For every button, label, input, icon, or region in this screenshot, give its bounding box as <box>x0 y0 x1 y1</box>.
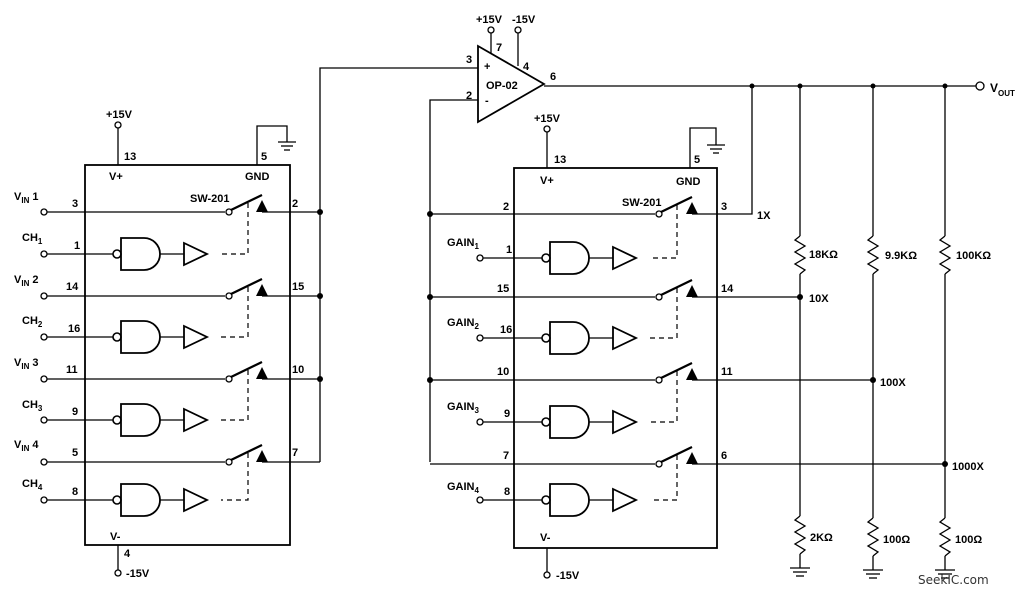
opamp-minus-sign: - <box>485 95 489 107</box>
resistor-100k-label: 100KΩ <box>956 250 991 262</box>
left-vminus-supply: -15V <box>126 568 150 580</box>
left-ch-3-label: CH3 <box>22 399 43 413</box>
right-out-pin: 14 <box>721 283 734 295</box>
left-pin-13: 13 <box>124 151 136 163</box>
opamp-vplus-label: +15V <box>476 14 503 26</box>
right-out-pin: 3 <box>721 201 727 213</box>
left-ch-1-label: CH1 <box>22 232 43 246</box>
opamp-pin-3: 3 <box>466 54 472 66</box>
opamp-vminus-label: -15V <box>512 14 536 26</box>
right-channel-1: 2 3 1X GAIN1 1 <box>427 86 771 275</box>
watermark: SeekIC.com <box>918 573 989 587</box>
left-ctrl-pin: 1 <box>74 240 80 252</box>
right-in-pin: 10 <box>497 366 509 378</box>
left-ctrl-pin: 16 <box>68 323 80 335</box>
right-in-pin: 2 <box>503 201 509 213</box>
left-pin-5: 5 <box>261 151 267 163</box>
right-ctrl-pin: 1 <box>506 244 512 256</box>
resistor-9k9-label: 9.9KΩ <box>885 250 917 262</box>
right-ctrl-pin: 8 <box>504 486 510 498</box>
left-in-pin: 11 <box>66 364 78 376</box>
right-gain-2-label: GAIN2 <box>447 317 480 331</box>
opamp-pin-6: 6 <box>550 71 556 83</box>
left-vplus-supply: +15V <box>106 109 133 121</box>
divider-100x: 9.9KΩ 100Ω <box>863 86 917 579</box>
right-vplus-label: V+ <box>540 175 554 187</box>
opamp-name: OP-02 <box>486 80 518 92</box>
left-gnd-label: GND <box>245 171 270 183</box>
left-vplus-label: V+ <box>109 171 123 183</box>
right-switch-chip: V+ GND V- SW-201 +15V 13 5 -15V <box>513 113 725 582</box>
right-ctrl-pin: 9 <box>504 408 510 420</box>
left-ctrl-pin: 8 <box>72 486 78 498</box>
right-channel-4: 7 6 1000X GAIN4 8 <box>430 446 984 517</box>
right-channel-3: 10 11 100X GAIN3 9 <box>427 362 906 439</box>
left-ch-4-label: CH4 <box>22 478 43 492</box>
left-out-pin: 2 <box>292 198 298 210</box>
left-out-pin: 15 <box>292 281 304 293</box>
vout-terminal <box>975 81 985 91</box>
vout-label: VOUT <box>990 81 1015 98</box>
right-gnd-label: GND <box>676 176 701 188</box>
gain-1000x-label: 1000X <box>952 461 984 473</box>
right-gain-3-label: GAIN3 <box>447 401 480 415</box>
left-ch-2-label: CH2 <box>22 315 43 329</box>
left-out-pin: 7 <box>292 447 298 459</box>
right-pin-13: 13 <box>554 154 566 166</box>
right-out-pin: 6 <box>721 450 727 462</box>
right-in-pin: 7 <box>503 450 509 462</box>
gain-1x-label: 1X <box>757 210 771 222</box>
opamp-pin-2: 2 <box>466 90 472 102</box>
right-channel-2: 15 14 10X GAIN2 16 <box>427 279 829 355</box>
right-in-pin: 15 <box>497 283 509 295</box>
gain-100x-label: 100X <box>880 377 906 389</box>
right-ctrl-pin: 16 <box>500 324 512 336</box>
right-vminus-label: V- <box>540 532 551 544</box>
right-pin-5: 5 <box>694 154 700 166</box>
left-switch-chip: V+ GND V- SW-201 +15V 13 5 4 -15V <box>84 109 296 580</box>
divider-10x: 18KΩ 2KΩ <box>790 86 838 577</box>
left-pin-4: 4 <box>124 548 131 560</box>
left-vminus-label: V- <box>110 531 121 543</box>
left-in-pin: 3 <box>72 198 78 210</box>
opamp-pin-4: 4 <box>523 61 530 73</box>
opamp-op02: + - OP-02 +15V -15V 7 4 3 2 6 <box>466 14 556 124</box>
left-in-pin: 14 <box>66 281 79 293</box>
right-vplus-supply: +15V <box>534 113 561 125</box>
left-ctrl-pin: 9 <box>72 406 78 418</box>
divider-1000x: 100KΩ 100Ω <box>935 86 991 579</box>
right-out-pin: 11 <box>721 366 733 378</box>
right-vminus-supply: -15V <box>556 570 580 582</box>
opamp-plus-sign: + <box>484 61 490 73</box>
right-gain-1-label: GAIN1 <box>447 237 480 251</box>
left-in-pin: 5 <box>72 447 78 459</box>
right-gain-4-label: GAIN4 <box>447 481 480 495</box>
right-chip-name: SW-201 <box>622 197 662 209</box>
gain-10x-label: 10X <box>809 293 829 305</box>
resistor-18k-label: 18KΩ <box>809 249 838 261</box>
left-out-pin: 10 <box>292 364 304 376</box>
resistor-100-a-label: 100Ω <box>883 534 910 546</box>
resistor-2k-label: 2KΩ <box>810 532 833 544</box>
left-chip-name: SW-201 <box>190 193 230 205</box>
resistor-100-b-label: 100Ω <box>955 534 982 546</box>
opamp-pin-7: 7 <box>496 42 502 54</box>
